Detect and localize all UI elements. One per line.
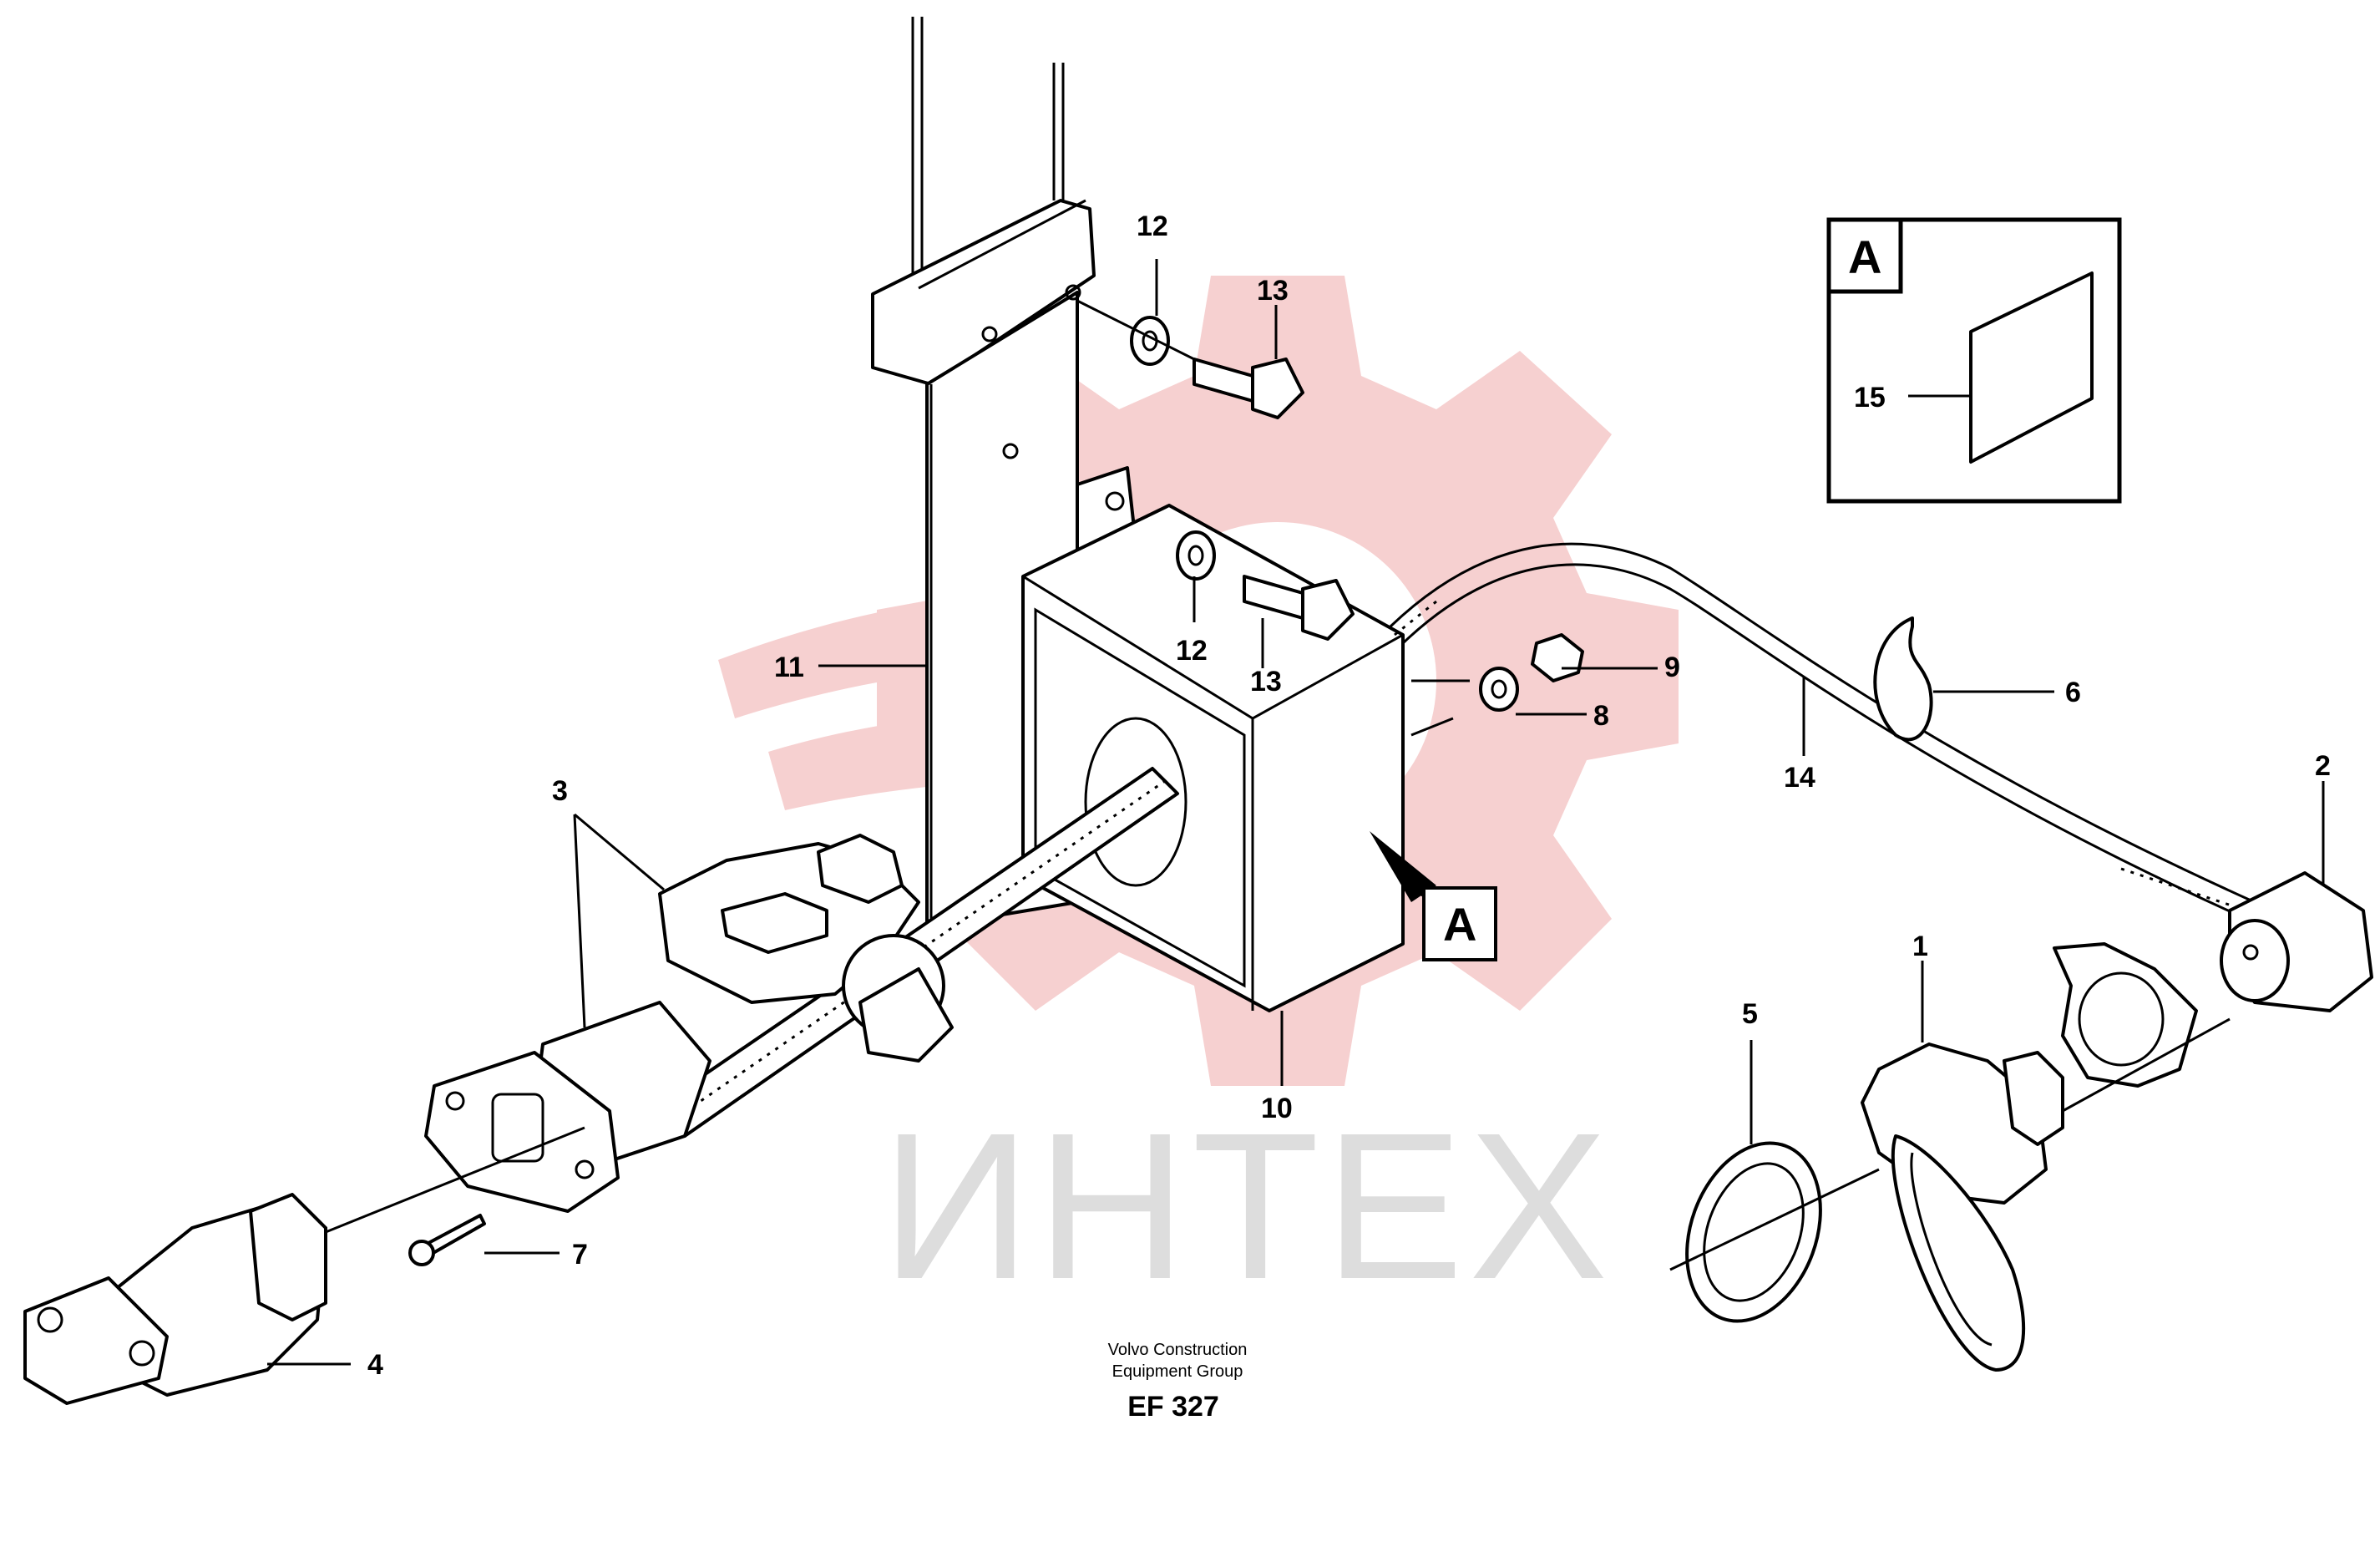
detail-box-a: A 15 bbox=[1826, 217, 2122, 504]
leader-lines bbox=[267, 259, 2325, 1366]
view-callout-arrow bbox=[1370, 831, 1436, 902]
caption: Volvo Construction Equipment Group EF 32… bbox=[1108, 1341, 1248, 1423]
seal-ring-5 bbox=[1669, 1141, 1880, 1323]
part-label-5: 5 bbox=[1742, 998, 1758, 1030]
watermark-text: ИНТЕХ bbox=[881, 1089, 1613, 1322]
view-callout-a: A bbox=[1370, 831, 1497, 961]
part-label-7: 7 bbox=[572, 1239, 588, 1271]
cable-14 bbox=[1389, 542, 2256, 921]
screw-7 bbox=[408, 1214, 486, 1266]
caption-line-1: Volvo Construction bbox=[1108, 1341, 1248, 1359]
socket-1 bbox=[1861, 942, 2231, 1372]
view-callout-box bbox=[1422, 886, 1497, 961]
part-label-4: 4 bbox=[367, 1349, 383, 1381]
part-label-11: 11 bbox=[774, 652, 804, 683]
part-label-8: 8 bbox=[1593, 700, 1609, 732]
washer-8 bbox=[1479, 667, 1519, 712]
part-label-12-lower: 12 bbox=[1176, 635, 1208, 667]
detail-box-label: 15 bbox=[1854, 382, 1886, 413]
part-label-10: 10 bbox=[1261, 1093, 1293, 1124]
part-label-14: 14 bbox=[1784, 762, 1815, 794]
plug bbox=[23, 1126, 585, 1405]
part-label-9: 9 bbox=[1664, 652, 1680, 683]
part-label-13-lower: 13 bbox=[1250, 666, 1282, 697]
knob-assembly bbox=[424, 834, 954, 1213]
detail-box-title-frame bbox=[1826, 217, 1903, 294]
part-label-1: 1 bbox=[1912, 931, 1928, 962]
part-labels: 12 13 12 13 11 9 8 6 14 2 3 10 1 5 7 4 bbox=[367, 211, 2331, 1381]
label-plate-15 bbox=[1969, 271, 2094, 464]
part-label-3: 3 bbox=[552, 775, 568, 807]
caption-code: EF 327 bbox=[1127, 1391, 1219, 1423]
cable-tie-6 bbox=[1873, 616, 1933, 742]
view-callout-letter: A bbox=[1443, 898, 1476, 951]
bolt-upper bbox=[1076, 299, 1304, 419]
detail-box-title: A bbox=[1848, 231, 1881, 283]
part-label-6: 6 bbox=[2065, 677, 2081, 708]
caption-line-2: Equipment Group bbox=[1112, 1362, 1243, 1381]
bolt-lower bbox=[1176, 530, 1355, 641]
connector-2 bbox=[2220, 871, 2373, 1012]
part-label-2: 2 bbox=[2315, 750, 2331, 782]
part-label-12-upper: 12 bbox=[1137, 211, 1168, 242]
part-label-13-upper: 13 bbox=[1257, 275, 1289, 307]
